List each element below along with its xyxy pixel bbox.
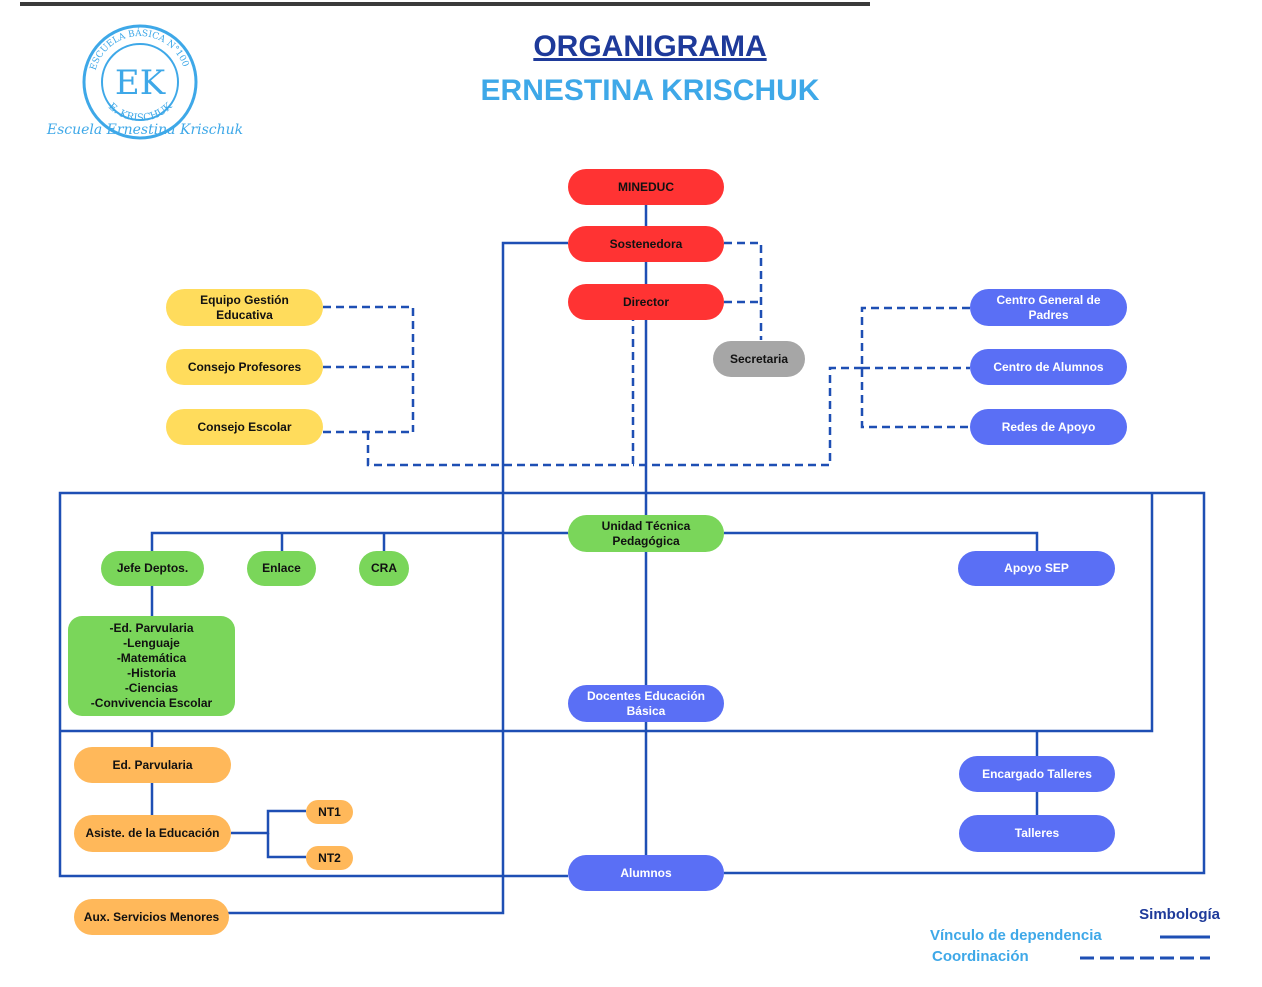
node-talleres: Talleres bbox=[959, 815, 1115, 852]
coord-right-director bbox=[633, 366, 862, 467]
chart-subtitle: ERNESTINA KRISCHUK bbox=[480, 74, 820, 107]
node-centro-alumnos: Centro de Alumnos bbox=[970, 349, 1127, 385]
line-asistentes-nt2 bbox=[266, 833, 306, 859]
dept-item: -Lenguaje bbox=[123, 636, 180, 650]
node-utp: Unidad Técnica Pedagógica bbox=[568, 515, 724, 552]
node-docentes: Docentes Educación Básica bbox=[568, 685, 724, 722]
node-mineduc: MINEDUC bbox=[568, 169, 724, 205]
node-ed-parvularia: Ed. Parvularia bbox=[74, 747, 231, 783]
top-border bbox=[0, 0, 1262, 10]
line-frame-inner bbox=[60, 493, 1154, 733]
node-nt2: NT2 bbox=[306, 846, 353, 870]
node-encargado-talleres: Encargado Talleres bbox=[959, 756, 1115, 792]
node-alumnos: Alumnos bbox=[568, 855, 724, 891]
line-utp-apoyo-sep bbox=[724, 531, 1039, 551]
line-utp-branch-left bbox=[150, 531, 568, 551]
node-asistentes: Asiste. de la Educación bbox=[74, 815, 231, 852]
dept-item: -Convivencia Escolar bbox=[90, 696, 213, 710]
legend-coordination-label: Coordinación bbox=[932, 948, 1029, 965]
top-border-strip bbox=[20, 2, 870, 6]
node-consejo-escolar: Consejo Escolar bbox=[166, 409, 323, 445]
chart-title: ORGANIGRAMA bbox=[533, 30, 767, 63]
node-director: Director bbox=[568, 284, 724, 320]
dept-item: -Ciencias bbox=[124, 681, 179, 695]
dept-item: -Historia bbox=[127, 666, 176, 680]
node-cra: CRA bbox=[359, 551, 409, 586]
coordination-lines bbox=[323, 241, 970, 467]
logo-monogram: EK bbox=[115, 63, 166, 103]
line-sostenedora-aux bbox=[228, 241, 568, 915]
coord-padres bbox=[860, 306, 970, 429]
node-departamentos: -Ed. Parvularia -Lenguaje -Matemática -H… bbox=[68, 616, 235, 716]
coord-escolar-director bbox=[366, 320, 635, 467]
node-aux-servicios: Aux. Servicios Menores bbox=[74, 899, 229, 935]
coord-equipo bbox=[323, 305, 415, 432]
node-redes-apoyo: Redes de Apoyo bbox=[970, 409, 1127, 445]
dept-item: -Matemática bbox=[116, 651, 187, 665]
legend-dependency-label: Vínculo de dependencia bbox=[930, 927, 1102, 944]
node-centro-padres: Centro General de Padres bbox=[970, 289, 1127, 326]
node-sostenedora: Sostenedora bbox=[568, 226, 724, 262]
line-frame-right bbox=[646, 491, 1206, 875]
node-enlace: Enlace bbox=[247, 551, 316, 586]
node-consejo-profesores: Consejo Profesores bbox=[166, 349, 323, 385]
school-logo: ESCUELA BÁSICA N°100 E. KRISCHUK EK bbox=[82, 24, 198, 140]
dept-item: -Ed. Parvularia bbox=[109, 621, 194, 635]
node-equipo-gestion: Equipo Gestión Educativa bbox=[166, 289, 323, 326]
node-apoyo-sep: Apoyo SEP bbox=[958, 551, 1115, 586]
line-frame-upper bbox=[58, 491, 646, 878]
coord-sostenedora-secretaria bbox=[724, 241, 763, 340]
legend-title: Simbología bbox=[1139, 906, 1220, 923]
node-nt1: NT1 bbox=[306, 800, 353, 824]
logo-caption: Escuela Ernestina Krischuk bbox=[46, 122, 244, 138]
line-asistentes-nt bbox=[231, 809, 306, 835]
node-jefe-deptos: Jefe Deptos. bbox=[101, 551, 204, 586]
dependency-lines bbox=[58, 205, 1206, 915]
node-secretaria: Secretaria bbox=[713, 341, 805, 377]
